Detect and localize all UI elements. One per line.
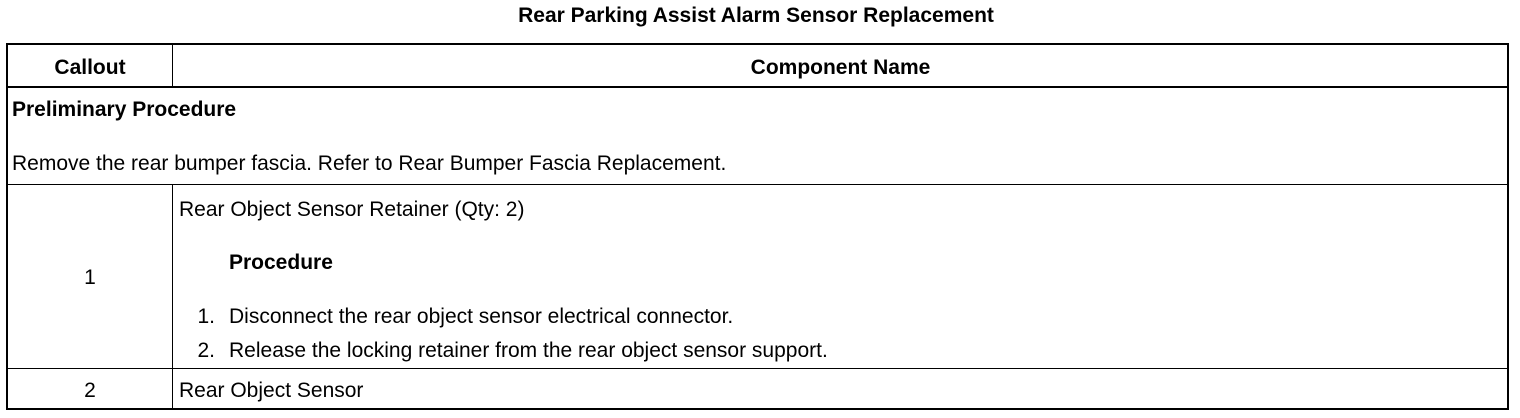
- step-text: Release the locking retainer from the re…: [229, 339, 828, 362]
- header-separator: [8, 86, 1507, 88]
- callout-1: 1: [84, 266, 96, 289]
- component-table: Callout Component Name Preliminary Proce…: [6, 43, 1509, 410]
- procedure-steps: 1. Disconnect the rear object sensor elec…: [179, 304, 828, 372]
- step-number: 1.: [197, 305, 215, 328]
- component-2-name: Rear Object Sensor: [179, 379, 364, 402]
- column-divider: [172, 185, 173, 410]
- procedure-heading: Procedure: [229, 251, 333, 274]
- component-name-column-header: Component Name: [750, 56, 931, 79]
- callout-column-header: Callout: [54, 56, 126, 79]
- step-number: 2.: [197, 339, 215, 362]
- preliminary-heading: Preliminary Procedure: [12, 98, 237, 121]
- preliminary-text: Remove the rear bumper fascia. Refer to …: [12, 152, 727, 175]
- document-title: Rear Parking Assist Alarm Sensor Replace…: [518, 4, 994, 27]
- header-divider: [172, 45, 173, 87]
- row-separator: [8, 184, 1507, 185]
- component-1-name: Rear Object Sensor Retainer (Qty: 2): [179, 198, 525, 221]
- step-text: Disconnect the rear object sensor electr…: [229, 305, 734, 328]
- row-separator: [8, 368, 1507, 369]
- callout-2: 2: [84, 379, 96, 402]
- procedure-step: 2. Release the locking retainer from the …: [179, 338, 828, 372]
- procedure-step: 1. Disconnect the rear object sensor elec…: [179, 304, 828, 338]
